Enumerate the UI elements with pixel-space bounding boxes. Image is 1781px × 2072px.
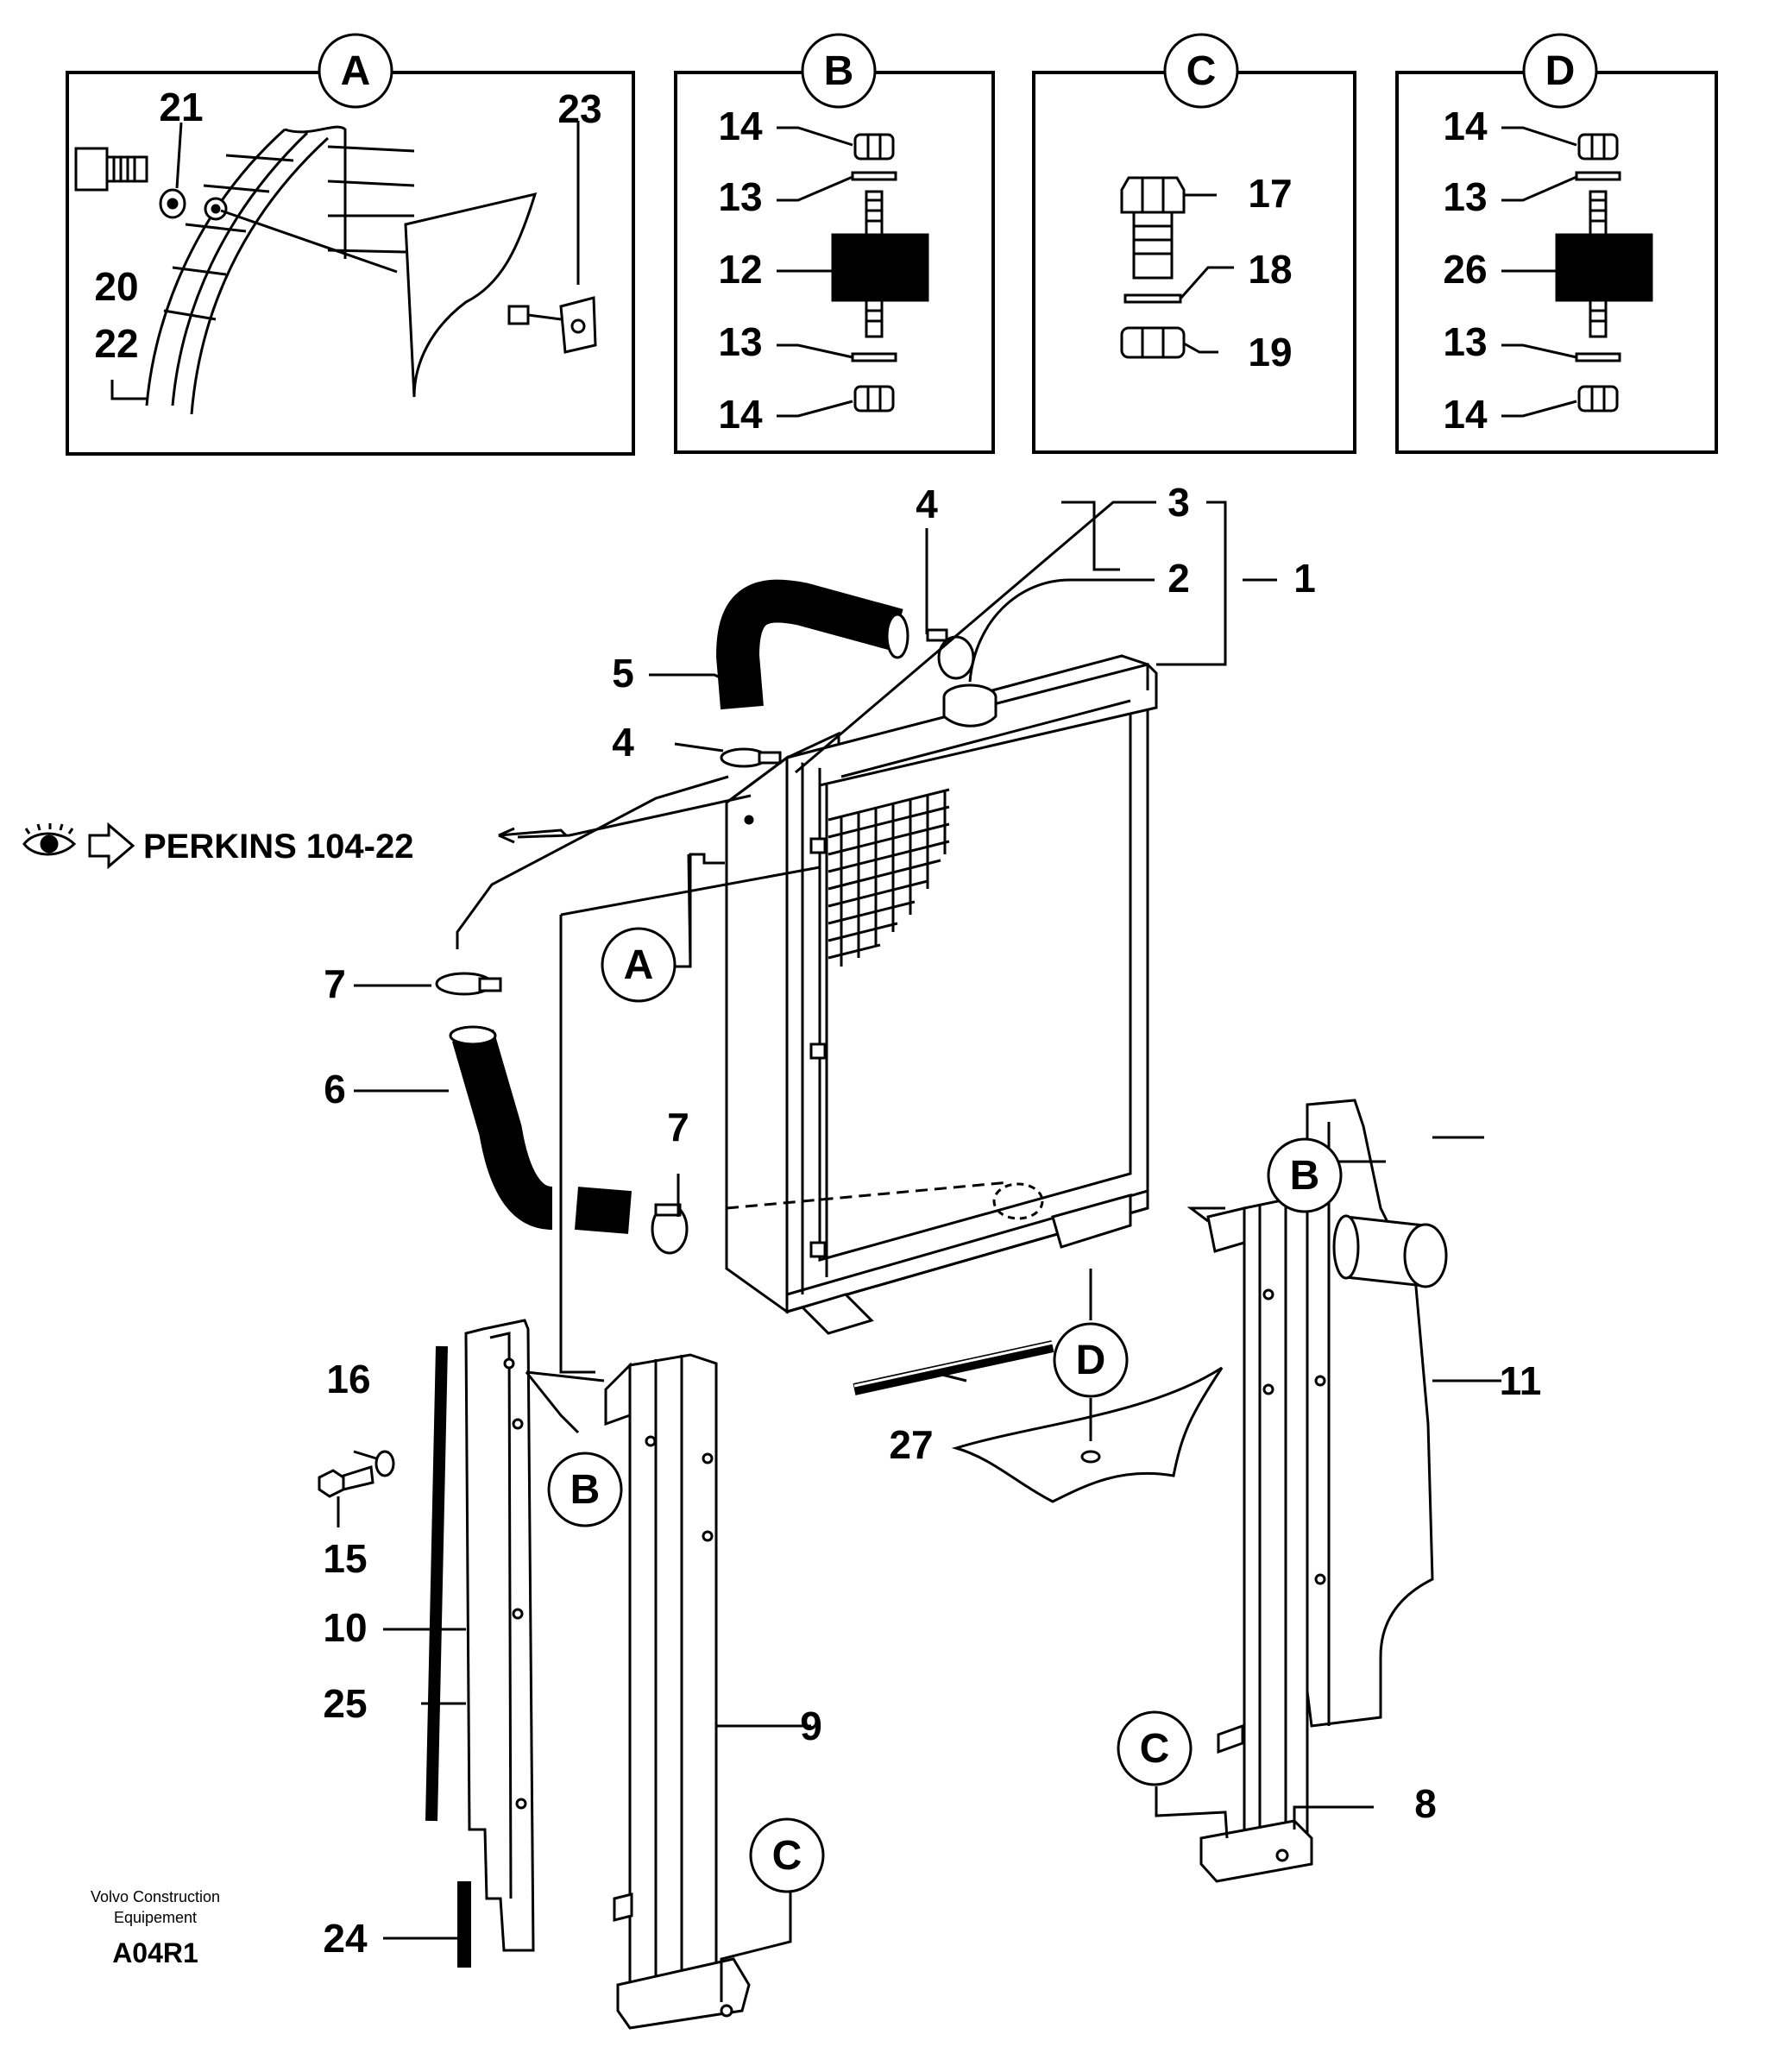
callout-1: 1 <box>1293 556 1316 601</box>
shroud-11 <box>1306 1099 1448 1728</box>
washer-16 <box>374 1450 395 1477</box>
callout-13-top: 13 <box>718 174 762 219</box>
panel-a-title: A <box>341 48 371 94</box>
callout-7-left: 7 <box>324 961 346 1006</box>
callout-5: 5 <box>612 651 634 696</box>
callout-19: 19 <box>1248 330 1292 375</box>
leader-lines <box>337 501 1501 2002</box>
callout-14-bottom-d: 14 <box>1443 392 1488 437</box>
callout-4-top: 4 <box>916 482 938 526</box>
callout-13-top-d: 13 <box>1443 174 1487 219</box>
perkins-reference-text: PERKINS 104-22 <box>143 828 413 866</box>
callout-2: 2 <box>1167 556 1190 601</box>
callout-7-right: 7 <box>667 1105 689 1149</box>
callout-18: 18 <box>1248 247 1292 292</box>
detail-panel-a: A 21 23 20 22 <box>66 33 635 456</box>
callout-15: 15 <box>323 1536 367 1581</box>
callout-27: 27 <box>889 1422 933 1467</box>
panel-d-title: D <box>1545 48 1576 94</box>
callout-3: 3 <box>1167 480 1190 525</box>
callout-14-top: 14 <box>718 104 763 148</box>
drawing-code: A04R1 <box>112 1937 198 1968</box>
detail-panel-b: B 14 13 12 13 14 <box>674 33 995 454</box>
callout-6: 6 <box>324 1067 346 1112</box>
brand-line-1: Volvo Construction <box>91 1888 220 1905</box>
radiator-mesh <box>828 788 950 967</box>
upper-hose <box>715 579 909 710</box>
main-callouts: 1 2 3 4 4 5 6 7 7 8 9 10 11 15 16 24 25 … <box>323 480 1541 1961</box>
plate-d <box>951 1366 1224 1503</box>
bracket-10 <box>464 1319 535 1952</box>
callout-22: 22 <box>94 321 138 366</box>
seal-strip-25 <box>425 1345 448 1822</box>
arrow-right-icon <box>88 822 135 870</box>
hose-clamps <box>435 628 975 1255</box>
detail-panel-d: D 14 13 26 13 14 <box>1395 33 1718 454</box>
ref-c-left: C <box>772 1833 802 1879</box>
callout-12: 12 <box>718 247 762 292</box>
seal-strip-27 <box>853 1340 1054 1395</box>
ref-a: A <box>624 942 654 988</box>
callout-16: 16 <box>326 1357 370 1401</box>
callout-17: 17 <box>1248 171 1292 216</box>
callout-24: 24 <box>323 1916 368 1961</box>
callout-14-bottom: 14 <box>718 392 763 437</box>
footer: Volvo Construction Equipement A04R1 <box>91 1888 220 1968</box>
callout-14-top-d: 14 <box>1443 104 1488 148</box>
callout-13-bottom: 13 <box>718 319 762 364</box>
callout-13-bottom-d: 13 <box>1443 319 1487 364</box>
ref-d: D <box>1076 1338 1106 1383</box>
ref-b-right: B <box>1290 1153 1320 1199</box>
callout-25: 25 <box>323 1681 367 1726</box>
bracket-9 <box>604 1353 751 2030</box>
radiator <box>725 654 1158 1335</box>
callout-9: 9 <box>800 1704 822 1748</box>
ref-b-left: B <box>570 1467 601 1513</box>
lower-hose <box>449 1025 632 1234</box>
detail-panel-c: C 17 18 19 <box>1032 33 1356 454</box>
bracket-8 <box>1199 1198 1313 1883</box>
callout-20: 20 <box>94 264 138 309</box>
panel-b-title: B <box>824 48 854 94</box>
callout-26: 26 <box>1443 247 1487 292</box>
brand-line-2: Equipement <box>114 1909 197 1926</box>
callout-8: 8 <box>1414 1781 1437 1826</box>
ref-c-right: C <box>1140 1726 1170 1772</box>
callout-11: 11 <box>1500 1358 1542 1403</box>
callout-4-bottom: 4 <box>612 720 634 765</box>
detail-references: A B B C C D <box>547 927 1343 1893</box>
panel-c-title: C <box>1186 48 1217 94</box>
eye-icon <box>22 823 77 856</box>
callout-10: 10 <box>323 1605 367 1650</box>
bolt-15 <box>318 1465 374 1498</box>
perkins-reference: PERKINS 104-22 <box>22 822 568 870</box>
callout-23: 23 <box>557 86 601 131</box>
callout-21: 21 <box>159 85 203 129</box>
